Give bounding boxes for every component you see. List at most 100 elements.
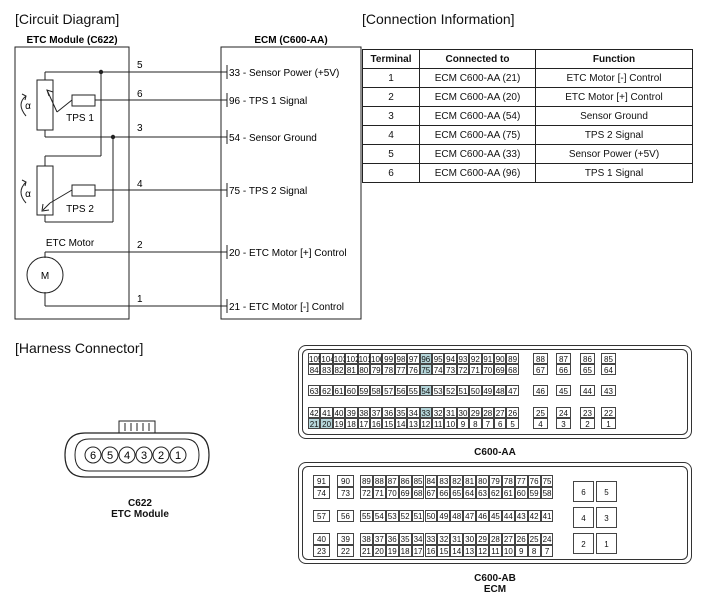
connector-pin: 92 — [469, 353, 482, 364]
connector-pin: 91 — [481, 353, 494, 364]
connector-pin: 30 — [463, 533, 477, 545]
connector-pin: 3 — [596, 507, 617, 528]
connector-pin: 66 — [556, 364, 571, 375]
connector-pin: 20 — [320, 418, 333, 429]
connector-pin: 76 — [407, 364, 420, 375]
connector-pin: 44 — [580, 385, 595, 396]
connector-pin: 46 — [476, 510, 489, 522]
connector-pin: 36 — [382, 407, 395, 418]
connector-pin: 93 — [456, 353, 470, 364]
connector-pin: 25 — [533, 407, 548, 418]
connector-pin: 32 — [437, 533, 451, 545]
connector-pin: 25 — [527, 533, 541, 545]
connection-info-title: [Connection Information] — [362, 11, 515, 27]
connector-pin: 26 — [506, 407, 519, 418]
alpha-label-2: α — [25, 189, 31, 200]
connector-pin: 67 — [533, 364, 548, 375]
connector-pin: 24 — [540, 533, 554, 545]
c600-aa-caption: C600-AA — [474, 447, 516, 458]
connector-pin: 79 — [489, 475, 502, 487]
wire-number: 3 — [137, 123, 143, 134]
connector-pin: 83 — [320, 364, 333, 375]
connector-pin: 84 — [308, 364, 321, 375]
tps1-label: TPS 1 — [66, 113, 94, 124]
connector-pin: 67 — [424, 487, 438, 499]
connector-pin: 60 — [345, 385, 358, 396]
connector-pin: 64 — [463, 487, 477, 499]
connector-pin: 91 — [313, 475, 330, 487]
etc-motor-label: ETC Motor — [46, 238, 95, 249]
junction-dot-power — [98, 69, 104, 75]
ecm-pin-label: 20 - ETC Motor [+] Control — [229, 248, 347, 259]
connector-pin: 76 — [527, 475, 541, 487]
connector-pin: 78 — [382, 364, 395, 375]
tps1-sensor-symbol — [20, 79, 96, 131]
ecm-title: ECM (C600-AA) — [254, 35, 327, 46]
connector-pin: 70 — [385, 487, 399, 499]
connector-pin: 20 — [372, 545, 386, 557]
connector-pin: 24 — [556, 407, 571, 418]
table-cell: ECM C600-AA (96) — [419, 163, 536, 183]
connector-pin: 54 — [372, 510, 386, 522]
connector-pin: 75 — [540, 475, 554, 487]
connector-pin: 54 — [419, 385, 432, 396]
connector-pin: 7 — [481, 418, 494, 429]
c622-pin — [101, 446, 119, 464]
table-cell: ECM C600-AA (33) — [419, 144, 536, 164]
connector-pin: 68 — [411, 487, 425, 499]
connector-pin: 105 — [308, 353, 323, 364]
connector-pin: 80 — [357, 364, 370, 375]
connector-pin: 46 — [533, 385, 548, 396]
motor-m-label: M — [41, 271, 49, 282]
connector-pin: 51 — [411, 510, 425, 522]
connector-pin: 48 — [494, 385, 507, 396]
connector-pin: 96 — [419, 353, 432, 364]
connector-pin: 85 — [411, 475, 425, 487]
connector-pin: 58 — [370, 385, 383, 396]
connector-pin: 68 — [506, 364, 519, 375]
connector-pin: 56 — [337, 510, 354, 522]
svg-text:1: 1 — [175, 450, 181, 462]
connector-pin: 29 — [476, 533, 489, 545]
connector-pin: 65 — [450, 487, 464, 499]
connector-pin: 98 — [394, 353, 408, 364]
connector-pin: 3 — [556, 418, 571, 429]
ecm-pin-label: 21 - ETC Motor [-] Control — [229, 302, 344, 313]
module-title: ETC Module (C622) — [26, 35, 117, 46]
ecm-box — [220, 46, 362, 320]
ecm-pin-label: 54 - Sensor Ground — [229, 133, 317, 144]
wire-number: 5 — [137, 60, 143, 71]
connector-pin: 45 — [556, 385, 571, 396]
connector-pin: 48 — [450, 510, 464, 522]
connector-pin: 43 — [601, 385, 616, 396]
connector-pin: 51 — [456, 385, 470, 396]
connector-pin: 69 — [494, 364, 507, 375]
c622-pin — [118, 446, 136, 464]
connector-pin: 41 — [320, 407, 333, 418]
circuit-diagram-title: [Circuit Diagram] — [15, 11, 120, 27]
connector-pin: 103 — [332, 353, 348, 364]
connector-pin: 85 — [601, 353, 616, 364]
connector-pin: 32 — [432, 407, 445, 418]
connector-pin: 95 — [432, 353, 445, 364]
table-cell: ECM C600-AA (54) — [419, 106, 536, 126]
circuit-diagram: ETC Module (C622) ECM (C600-AA) — [14, 35, 362, 320]
connector-pin: 61 — [501, 487, 515, 499]
connector-pin: 102 — [345, 353, 360, 364]
connector-pin: 72 — [456, 364, 470, 375]
connector-pin: 62 — [489, 487, 502, 499]
connector-pin: 19 — [332, 418, 346, 429]
svg-text:3: 3 — [141, 450, 147, 462]
connector-pin: 61 — [332, 385, 346, 396]
connector-pin: 55 — [360, 510, 373, 522]
table-cell: TPS 1 Signal — [535, 163, 693, 183]
connector-pin: 74 — [313, 487, 330, 499]
connector-pin: 86 — [398, 475, 412, 487]
connector-pin: 11 — [432, 418, 445, 429]
connector-pin: 1 — [601, 418, 616, 429]
connector-pin: 21 — [308, 418, 321, 429]
